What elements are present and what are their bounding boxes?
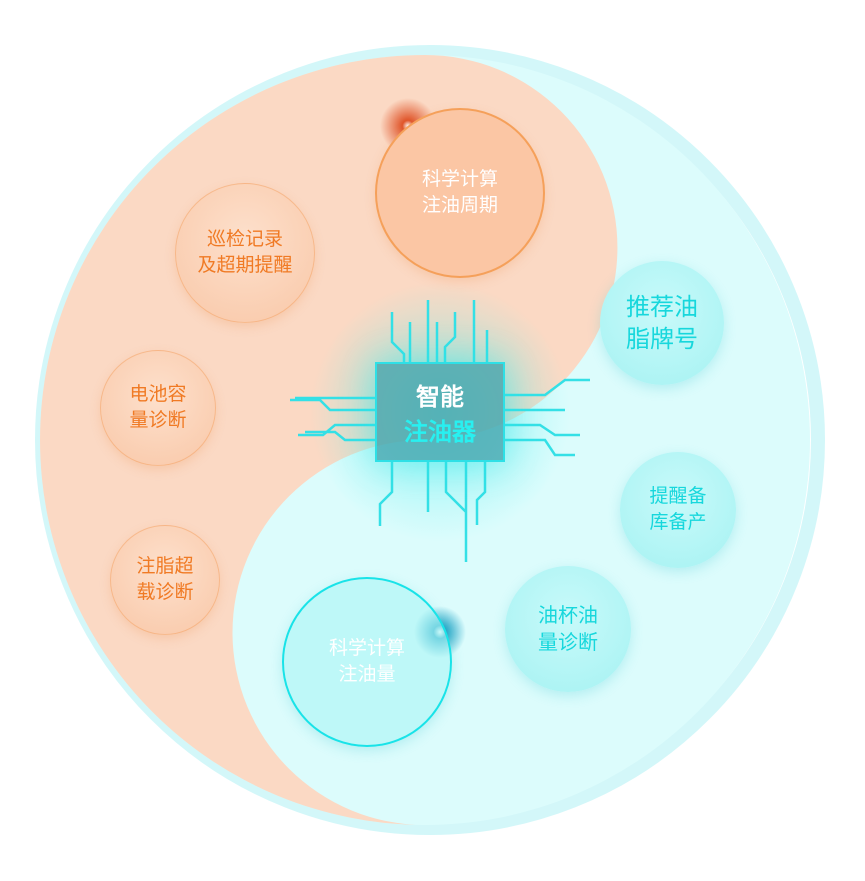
node-stock-reminder: 提醒备 库备产 bbox=[620, 452, 736, 568]
node-label: 巡检记录 及超期提醒 bbox=[197, 228, 293, 276]
node-label: 油杯油 量诊断 bbox=[538, 603, 598, 654]
node-label: 科学计算 注油量 bbox=[328, 637, 405, 685]
node-inspection-reminder: 巡检记录 及超期提醒 bbox=[175, 183, 315, 323]
circuit-traces bbox=[290, 300, 590, 562]
node-label: 推荐油 脂牌号 bbox=[626, 292, 698, 353]
node-label: 注脂超 载诊断 bbox=[136, 555, 194, 603]
node-battery-diagnosis: 电池容 量诊断 bbox=[100, 350, 216, 466]
node-label: 电池容 量诊断 bbox=[129, 383, 187, 431]
node-grease-recommendation: 推荐油 脂牌号 bbox=[600, 261, 724, 385]
node-oiling-cycle: 科学计算 注油周期 bbox=[375, 108, 545, 278]
chip-title-line2: 注油器 bbox=[404, 418, 476, 446]
chip-title-line1: 智能 bbox=[416, 383, 464, 411]
node-label: 提醒备 库备产 bbox=[649, 485, 707, 533]
node-oil-cup-diagnosis: 油杯油 量诊断 bbox=[505, 566, 631, 692]
smart-lubricator-chip: 智能 注油器 bbox=[375, 362, 505, 462]
node-oiling-amount: 科学计算 注油量 bbox=[282, 577, 452, 747]
node-label: 科学计算 注油周期 bbox=[421, 168, 498, 216]
node-overload-diagnosis: 注脂超 载诊断 bbox=[110, 525, 220, 635]
